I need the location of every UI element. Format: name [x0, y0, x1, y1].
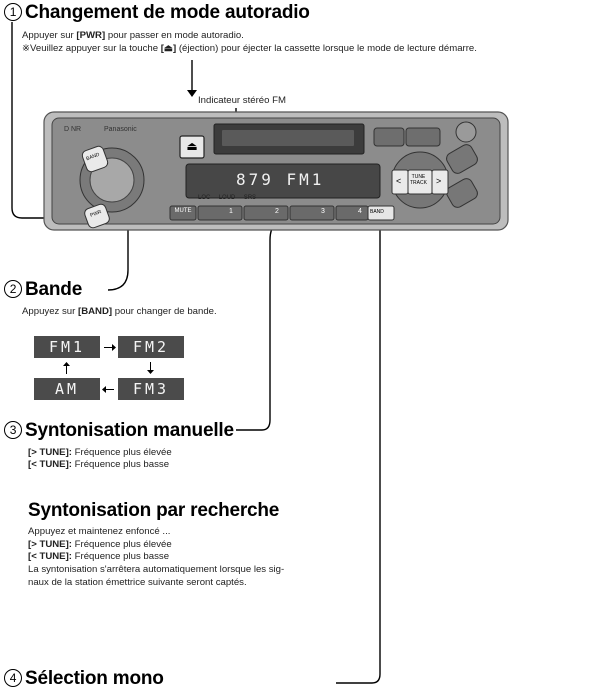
stereo-indicator-label: Indicateur stéréo FM: [198, 95, 286, 106]
section1-line1: Appuyer sur [PWR] pour passer en mode au…: [22, 30, 244, 42]
tune-right-symbol[interactable]: >: [436, 176, 442, 186]
preset-button-3: [289, 205, 335, 221]
section4-number: 4: [4, 669, 22, 687]
ff-rew-button: [373, 127, 405, 147]
section3b-down: [< TUNE]: Fréquence plus basse: [28, 551, 169, 563]
preset-2-label[interactable]: 2: [275, 208, 279, 215]
section3-title: Syntonisation manuelle: [25, 420, 234, 441]
right-side-button-1: [446, 144, 478, 174]
band-key-ref: [BAND]: [78, 306, 113, 317]
section3b-para2: naux de la station émettrice suivante se…: [28, 577, 247, 588]
section1-line2: ※Veuillez appuyer sur la touche [⏏] (éje…: [22, 43, 477, 55]
srs-label: SRS: [243, 195, 257, 201]
band-fm3-text: FM3: [132, 380, 170, 398]
section3b-up: [> TUNE]: Fréquence plus élevée: [28, 539, 172, 551]
section1-title: Changement de mode autoradio: [25, 2, 310, 23]
band-box-am: [34, 378, 100, 400]
section1-number: 1: [4, 3, 22, 21]
section2-line1-prefix: Appuyez sur: [22, 306, 78, 317]
small-indicators: LOC LOUD SRS: [198, 195, 398, 201]
preset-button-1: [197, 205, 243, 221]
section3b-line1: Appuyez et maintenez enfoncé ...: [28, 526, 171, 537]
tune-left-symbol[interactable]: <: [396, 176, 402, 186]
eject-button: [179, 135, 205, 159]
section2-title: Bande: [25, 279, 83, 300]
track-label: TRACK: [410, 180, 427, 186]
tune-track-label[interactable]: TUNE TRACK: [410, 174, 427, 186]
eject-key-ref: [⏏]: [160, 43, 177, 54]
arrow-fm1-fm2: [104, 344, 116, 351]
lcd-frame: [185, 163, 381, 199]
callout-eject-arrowhead: [187, 90, 197, 97]
mute-button: [169, 205, 197, 221]
tune-up-text: Fréquence plus élevée: [71, 447, 172, 458]
loud-label: LOUD: [218, 195, 236, 201]
section1-line2-prefix: ※Veuillez appuyer sur la touche: [22, 43, 161, 54]
tune-up-key: [> TUNE]:: [28, 447, 72, 458]
section4-title: Sélection mono: [25, 668, 164, 689]
preset-1-label[interactable]: 1: [229, 208, 233, 215]
section3-up: [> TUNE]: Fréquence plus élevée: [28, 447, 172, 459]
loc-label: LOC: [198, 195, 211, 201]
tune-down-key: [< TUNE]:: [28, 459, 72, 470]
band-box-fm3: [118, 378, 184, 400]
band-mono-label[interactable]: BAND: [370, 209, 384, 215]
section2-line1-suffix: pour changer de bande.: [112, 306, 217, 317]
band-box-fm2: [118, 336, 184, 358]
section3-down: [< TUNE]: Fréquence plus basse: [28, 459, 169, 471]
dolby-label: D NR: [64, 126, 82, 133]
callout-tune-line: [236, 201, 409, 431]
section3-number: 3: [4, 421, 22, 439]
band-button: [81, 145, 109, 173]
preset-3-label[interactable]: 3: [321, 208, 325, 215]
seek-up-text: Fréquence plus élevée: [71, 539, 172, 550]
tune-label: TUNE: [411, 174, 426, 180]
callout-pwr-line: [11, 22, 60, 219]
cassette-door: [222, 130, 354, 146]
pwr-button: [84, 203, 110, 229]
pwr-key-ref: [PWR]: [76, 30, 106, 41]
callout-mono-line: [336, 228, 381, 684]
seek-down-text: Fréquence plus basse: [71, 551, 170, 562]
section2-number: 2: [4, 280, 22, 298]
section1-line1-suffix: pour passer en mode autoradio.: [105, 30, 244, 41]
section3b-title: Syntonisation par recherche: [28, 500, 280, 521]
seek-down-key: [< TUNE]:: [28, 551, 72, 562]
open-button: [455, 121, 477, 143]
arrow-fm3-am: [102, 386, 114, 393]
preset-4-label[interactable]: 4: [358, 208, 362, 215]
tune-down-text: Fréquence plus basse: [71, 459, 170, 470]
band-fm2-text: FM2: [132, 338, 170, 356]
arrow-fm2-fm3: [147, 362, 154, 374]
preset-buttons: [169, 205, 395, 221]
preset-button-2: [243, 205, 289, 221]
section2-line1: Appuyez sur [BAND] pour changer de bande…: [22, 306, 217, 318]
band-am-text: AM: [54, 380, 80, 398]
section1-line1-prefix: Appuyer sur: [22, 30, 77, 41]
arrow-am-fm1: [63, 362, 70, 374]
band-box-fm1: [34, 336, 100, 358]
apr-button: [405, 127, 441, 147]
right-side-button-2: [446, 178, 478, 208]
preset-button-6: [367, 205, 395, 221]
mute-label[interactable]: MUTE: [174, 208, 192, 214]
eject-button-label[interactable]: ⏏: [186, 139, 198, 153]
band-fm1-text: FM1: [48, 338, 86, 356]
section1-line2-suffix: (éjection) pour éjecter la cassette lors…: [176, 43, 477, 54]
preset-button-4: [335, 205, 369, 221]
band-diagram: [34, 336, 184, 400]
section3b-para1: La syntonisation s'arrêtera automatiquem…: [28, 564, 285, 575]
seek-up-key: [> TUNE]:: [28, 539, 72, 550]
lcd-readout: 879 FM1: [236, 170, 325, 189]
radio-brand: Panasonic: [104, 126, 137, 133]
tune-right-button: [431, 169, 449, 195]
